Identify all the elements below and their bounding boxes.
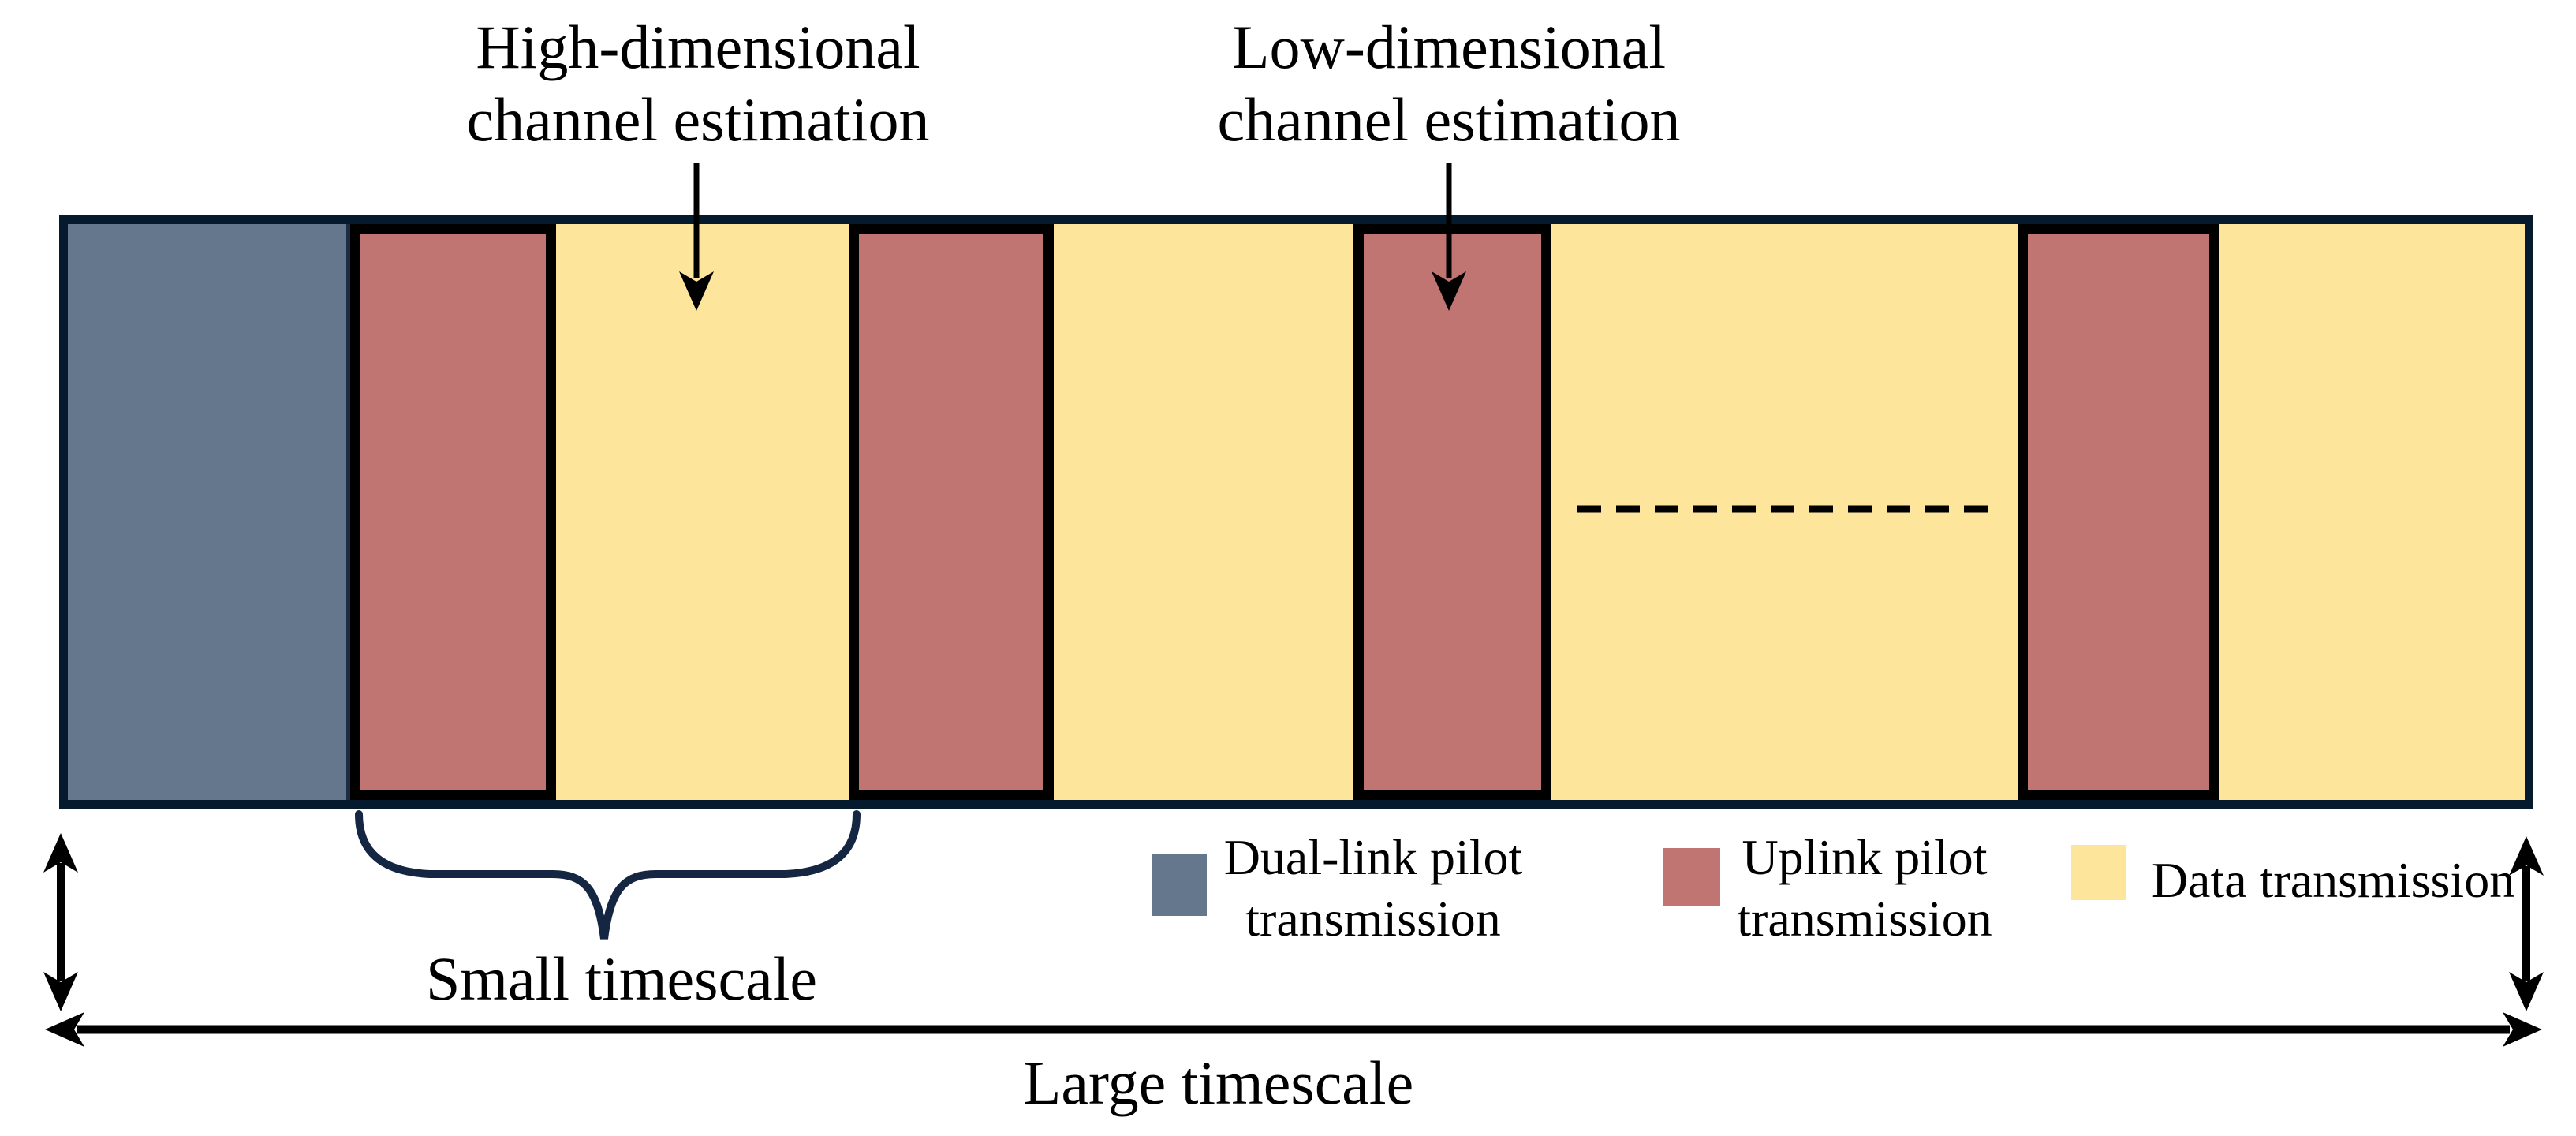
legend-swatch-data-transmission bbox=[2071, 845, 2126, 900]
legend-label-dual-link-pilot: Dual-link pilot transmission bbox=[1215, 827, 1531, 950]
low-dim-arrow bbox=[1432, 163, 1466, 311]
legend-label-uplink-pilot: Uplink pilot transmission bbox=[1707, 827, 2022, 950]
small-timescale-brace bbox=[355, 810, 861, 940]
block-dual-link-pilot bbox=[68, 224, 350, 800]
legend-dual-link-line2: transmission bbox=[1245, 891, 1501, 947]
legend-uplink-line1: Uplink pilot bbox=[1742, 829, 1988, 885]
block-uplink-pilot-3 bbox=[1353, 224, 1551, 800]
frame-timeline-bar bbox=[59, 215, 2533, 809]
low-dimensional-estimation-label: Low-dimensional channel estimation bbox=[1149, 11, 1749, 156]
small-timescale-vertical-arrow-left bbox=[43, 833, 78, 1011]
large-timescale-arrow bbox=[45, 1012, 2542, 1047]
legend-label-data-transmission: Data transmission bbox=[2136, 850, 2530, 911]
legend-uplink-line2: transmission bbox=[1737, 891, 1992, 947]
low-dim-line2: channel estimation bbox=[1217, 85, 1681, 154]
high-dim-line2: channel estimation bbox=[466, 85, 930, 154]
low-dim-line1: Low-dimensional bbox=[1231, 13, 1667, 81]
legend-swatch-uplink-pilot bbox=[1663, 848, 1720, 906]
high-dimensional-estimation-label: High-dimensional channel estimation bbox=[398, 11, 998, 156]
high-dim-line1: High-dimensional bbox=[476, 13, 920, 81]
small-timescale-label: Small timescale bbox=[425, 944, 818, 1013]
small-timescale-vertical-arrow-right bbox=[2509, 836, 2544, 1011]
block-uplink-pilot-1 bbox=[350, 224, 556, 800]
legend-data-line1: Data transmission bbox=[2151, 852, 2515, 908]
block-uplink-pilot-2 bbox=[849, 224, 1054, 800]
block-uplink-pilot-4 bbox=[2018, 224, 2219, 800]
legend-swatch-dual-link-pilot bbox=[1152, 854, 1207, 916]
large-timescale-label: Large timescale bbox=[1023, 1048, 1414, 1117]
high-dim-arrow bbox=[679, 163, 714, 311]
legend-dual-link-line1: Dual-link pilot bbox=[1223, 829, 1523, 885]
